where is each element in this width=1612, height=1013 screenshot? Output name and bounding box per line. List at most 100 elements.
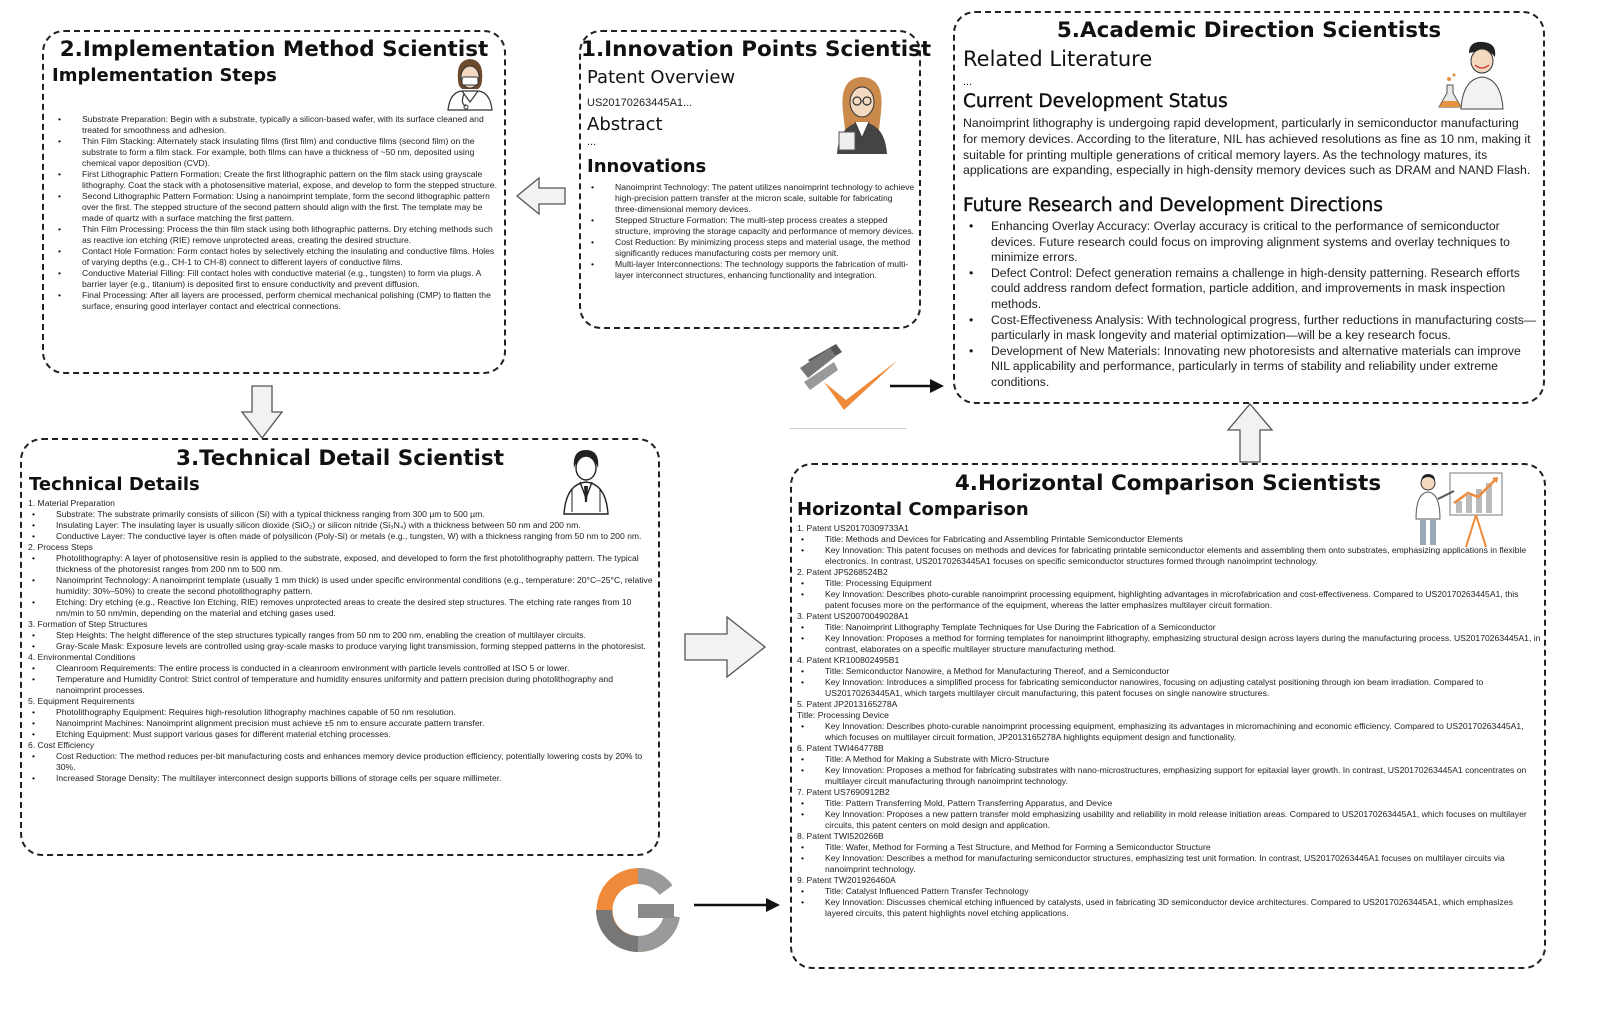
patent-detail-item: Key Innovation: Describes photo-curable … [797,589,1541,611]
implementation-step: Second Lithographic Pattern Formation: U… [54,191,502,224]
patent-items: Title: Nanoimprint Lithography Template … [797,622,1541,655]
google-logo-icon [596,868,680,953]
woman-scientist-icon [831,72,893,154]
patent-detail-item: Key Innovation: Discusses chemical etchi… [797,897,1541,919]
patent-detail-item: Title: A Method for Making a Substrate w… [797,754,1541,765]
divider-line [790,428,906,429]
technical-section-items: Photolithography Equipment: Requires hig… [28,707,656,740]
patent-detail-item: Title: Pattern Transferring Mold, Patter… [797,798,1541,809]
down-arrow-icon [240,384,284,440]
academic-direction-title: 5.Academic Direction Scientists [1056,18,1442,43]
implementation-steps-heading: Implementation Steps [52,65,277,86]
patent-number: US20170263445A1... [587,97,693,109]
academic-direction-box: 5.Academic Direction Scientists Related … [953,11,1545,404]
technical-detail-item: Step Heights: The height difference of t… [28,630,656,641]
implementation-step: Thin Film Stacking: Alternately stack in… [54,136,502,169]
patent-label: 4. Patent KR100802495B1 [797,655,900,665]
technical-section-label: 6. Cost Efficiency [28,740,95,750]
technical-section-items: Photolithography: A layer of photosensit… [28,553,656,619]
logo-to-academic-arrow [888,376,946,396]
future-direction-item: Development of New Materials: Innovating… [963,344,1537,391]
implementation-method-title: 2.Implementation Method Scientist [59,37,489,62]
technical-detail-item: Conductive Layer: The conductive layer i… [28,531,656,542]
abstract-heading: Abstract [587,114,663,135]
patent-label: 3. Patent US20070049028A1 [797,611,909,621]
horizontal-comparison-title: 4.Horizontal Comparison Scientists [954,471,1382,496]
future-direction-item: Enhancing Overlay Accuracy: Overlay accu… [963,219,1537,266]
technical-section-label: 1. Material Preparation [28,498,115,508]
patent-detail-item: Key Innovation: Describes photo-curable … [797,721,1541,743]
technical-section-items: Step Heights: The height difference of t… [28,630,656,652]
technical-section-label: 3. Formation of Step Structures [28,619,148,629]
checkmark-logo-icon [796,338,906,420]
technical-detail-item: Cost Reduction: The method reduces per-b… [28,751,656,773]
future-direction-item: Defect Control: Defect generation remain… [963,266,1537,313]
businessman-scientist-icon [560,448,612,515]
current-status-heading: Current Development Status [963,91,1228,112]
patent-items: Title: Wafer, Method for Forming a Test … [797,842,1541,875]
patent-label: 6. Patent TWI464778B [797,743,884,753]
technical-detail-item: Photolithography: A layer of photosensit… [28,553,656,575]
technical-detail-item: Nanoimprint Technology: A nanoimprint te… [28,575,656,597]
patent-label: 7. Patent US7690912B2 [797,787,890,797]
patent-detail-item: Key Innovation: Proposes a method for fo… [797,633,1541,655]
technical-details-heading: Technical Details [29,474,200,495]
innovation-item: Nanoimprint Technology: The patent utili… [587,182,917,215]
technical-section-items: Cost Reduction: The method reduces per-b… [28,751,656,784]
patent-detail-item: Title: Catalyst Influenced Pattern Trans… [797,886,1541,897]
patent-label: 9. Patent TW201926460A [797,875,896,885]
innovations-list: Nanoimprint Technology: The patent utili… [587,182,917,281]
technical-detail-item: Cleanroom Requirements: The entire proce… [28,663,656,674]
current-status-text: Nanoimprint lithography is undergoing ra… [963,116,1531,178]
implementation-step: Conductive Material Filling: Fill contac… [54,268,502,290]
technical-detail-item: Etching: Dry etching (e.g., Reactive Ion… [28,597,656,619]
implementation-step: Substrate Preparation: Begin with a subs… [54,114,502,136]
future-directions-list: Enhancing Overlay Accuracy: Overlay accu… [963,219,1537,391]
innovation-item: Stepped Structure Formation: The multi-s… [587,215,917,237]
left-arrow-icon [515,176,567,216]
technical-detail-item: Insulating Layer: The insulating layer i… [28,520,656,531]
technical-detail-item: Gray-Scale Mask: Exposure levels are con… [28,641,656,652]
related-literature-heading: Related Literature [963,47,1153,71]
technical-section-label: 5. Equipment Requirements [28,696,135,706]
technical-section-items: Substrate: The substrate primarily consi… [28,509,656,542]
horizontal-comparison-list: 1. Patent US20170309733A1Title: Methods … [797,523,1541,919]
technical-detail-item: Increased Storage Density: The multilaye… [28,773,656,784]
patent-detail-item: Title: Nanoimprint Lithography Template … [797,622,1541,633]
patent-label: 5. Patent JP2013165278A [797,699,898,709]
patent-label: 8. Patent TWI520266B [797,831,884,841]
technical-section-label: 4. Environmental Conditions [28,652,136,662]
innovation-item: Cost Reduction: By minimizing process st… [587,237,917,259]
up-arrow-icon [1225,402,1275,464]
technical-detail-item: Substrate: The substrate primarily consi… [28,509,656,520]
horizontal-comparison-heading: Horizontal Comparison [797,499,1029,520]
technical-section-items: Cleanroom Requirements: The entire proce… [28,663,656,696]
related-literature-ellipsis: ... [963,76,973,88]
implementation-step: Contact Hole Formation: Form contact hol… [54,246,502,268]
innovation-points-title: 1.Innovation Points Scientist [581,37,932,62]
patent-detail-item: Title: Processing Equipment [797,578,1541,589]
future-directions-heading: Future Research and Development Directio… [963,195,1383,216]
technical-detail-item: Nanoimprint Machines: Nanoimprint alignm… [28,718,656,729]
technical-section-label: 2. Process Steps [28,542,93,552]
technical-details-list: 1. Material PreparationSubstrate: The su… [28,498,656,784]
abstract-ellipsis: ... [587,136,597,148]
patent-items: Title: Processing EquipmentKey Innovatio… [797,578,1541,611]
implementation-method-box: 2.Implementation Method Scientist Implem… [42,30,506,374]
implementation-step: Thin Film Processing: Process the thin f… [54,224,502,246]
innovation-item: Multi-layer Interconnections: The techno… [587,259,917,281]
patent-items: Title: Methods and Devices for Fabricati… [797,534,1541,567]
patent-detail-item: Title: Semiconductor Nanowire, a Method … [797,666,1541,677]
patent-plain-title: Title: Processing Device [797,710,889,720]
doctor-scientist-icon [444,54,496,112]
patent-detail-item: Title: Methods and Devices for Fabricati… [797,534,1541,545]
innovation-points-box: 1.Innovation Points Scientist Patent Ove… [579,30,932,329]
google-to-comparison-arrow [692,895,782,915]
technical-detail-item: Temperature and Humidity Control: Strict… [28,674,656,696]
implementation-step: First Lithographic Pattern Formation: Cr… [54,169,502,191]
implementation-step: Final Processing: After all layers are p… [54,290,502,312]
technical-detail-title: 3.Technical Detail Scientist [175,446,504,471]
patent-detail-item: Key Innovation: Describes a method for m… [797,853,1541,875]
presenter-chart-icon [1410,469,1506,549]
patent-overview-heading: Patent Overview [587,67,736,88]
